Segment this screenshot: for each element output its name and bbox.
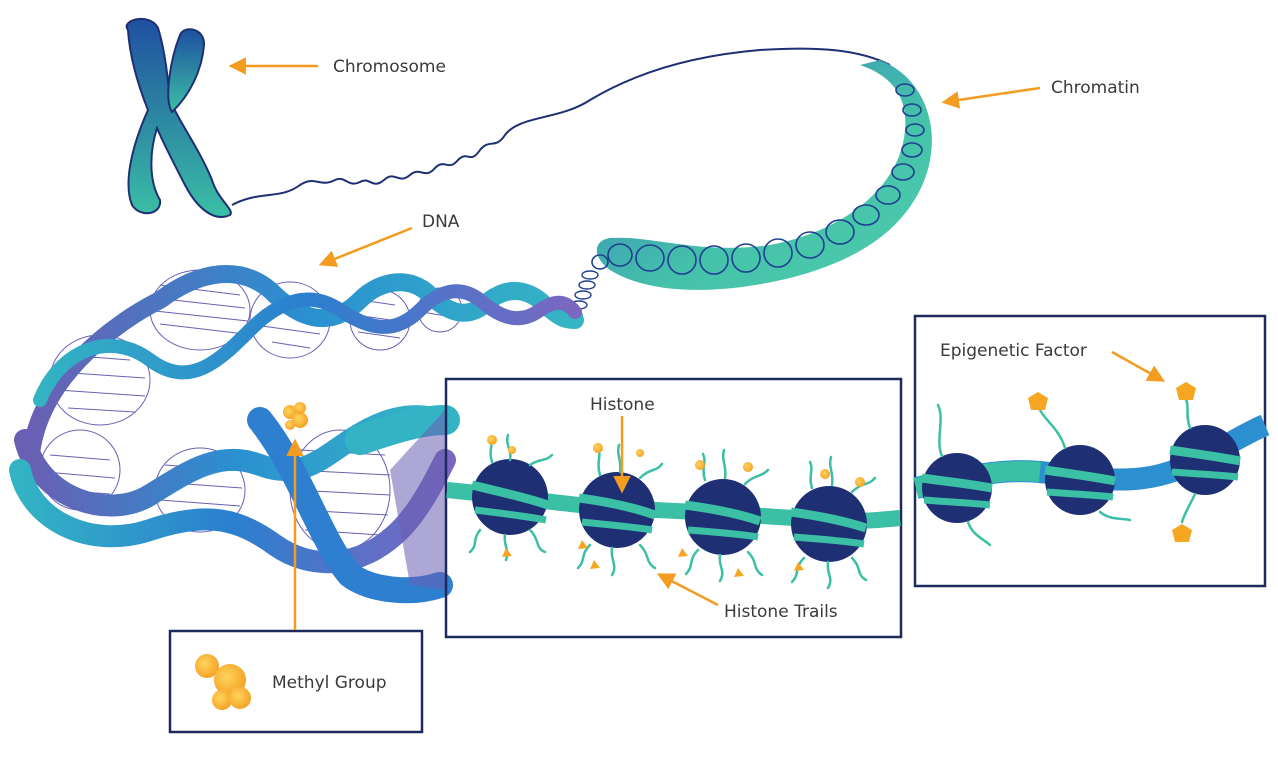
chromosome bbox=[125, 17, 232, 218]
nucleosome bbox=[1169, 425, 1241, 495]
chromatin bbox=[565, 60, 932, 320]
arrow-histone-trails bbox=[656, 573, 719, 607]
nucleosome bbox=[790, 486, 868, 562]
arrow-epigenetic-factor bbox=[1111, 350, 1166, 382]
nucleosome bbox=[921, 453, 993, 523]
epigenetic-chain bbox=[913, 382, 1270, 547]
methyl-group-icon bbox=[195, 654, 251, 710]
label-epigenetic-factor: Epigenetic Factor bbox=[940, 341, 1087, 361]
dna-strand bbox=[231, 47, 891, 206]
label-chromatin: Chromatin bbox=[1051, 78, 1140, 98]
label-histone: Histone bbox=[590, 395, 655, 415]
dna-double-helix bbox=[9, 265, 584, 604]
label-chromosome: Chromosome bbox=[333, 57, 446, 77]
nucleosome bbox=[684, 479, 762, 555]
methyl-molecule-small bbox=[283, 402, 308, 430]
arrow-chromatin bbox=[941, 86, 1041, 109]
label-dna: DNA bbox=[422, 212, 460, 232]
nucleosome bbox=[578, 472, 657, 548]
nucleosome bbox=[470, 459, 550, 535]
nucleosome bbox=[1044, 445, 1116, 515]
nucleosome-chain bbox=[446, 433, 901, 590]
label-histone-trails: Histone Trails bbox=[724, 602, 838, 622]
label-methyl-group: Methyl Group bbox=[272, 673, 387, 693]
frame-methyl bbox=[168, 629, 424, 734]
arrow-dna bbox=[318, 226, 413, 267]
frame-epigenetic bbox=[913, 314, 1267, 588]
frame-nucleosomes bbox=[444, 377, 903, 639]
callout-arrows bbox=[228, 57, 1166, 630]
